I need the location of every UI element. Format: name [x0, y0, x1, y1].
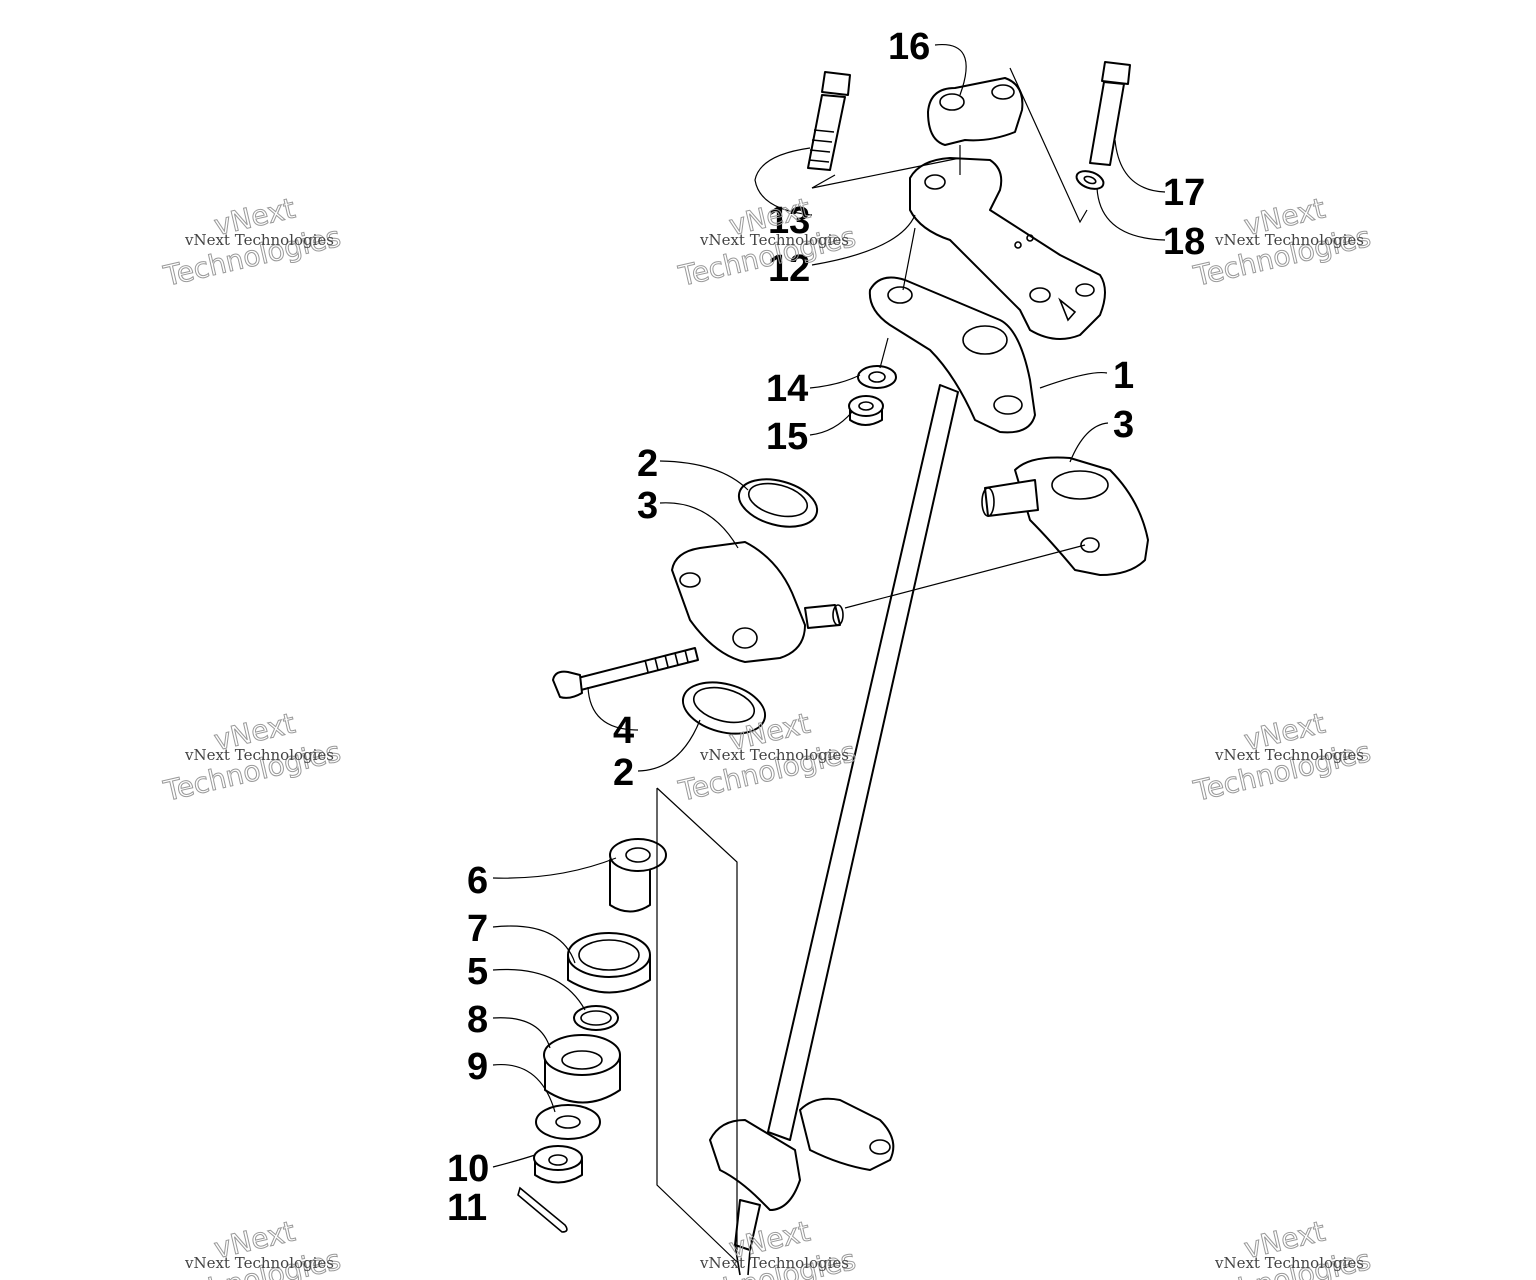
svg-text:vNext Technologies: vNext Technologies: [184, 231, 334, 249]
part-9-washer: [535, 1104, 601, 1140]
part-7-bearing: [567, 932, 651, 994]
leader-lines: [492, 44, 1166, 1168]
svg-text:vNext Technologies: vNext Technologies: [1214, 746, 1364, 764]
callout-18: 18: [1163, 221, 1205, 263]
callout-labels: 1 3 2 3 4 2 6 7 5 8 9 10 11 14 15 16 17 …: [447, 26, 1205, 1229]
watermark-3: vNext Technologies vNext Technologies: [1190, 191, 1375, 293]
part-3-bearing-housing-right: [981, 456, 1149, 576]
watermark-1: vNext Technologies vNext Technologies: [160, 191, 345, 293]
part-16-handlebar-cap: [927, 77, 1024, 146]
callout-1: 1: [1113, 355, 1134, 397]
part-2-bushing-upper: [737, 478, 819, 528]
part-11-cotter-pin: [517, 1186, 568, 1233]
part-13-cap-screw: [807, 71, 851, 171]
watermark-2: vNext Technologies vNext Technologies: [675, 191, 860, 293]
callout-2-upper: 2: [637, 443, 658, 485]
watermark-6: vNext Technologies vNext Technologies: [1190, 706, 1375, 808]
watermark-9: vNext Technologies vNext Technologies: [1190, 1214, 1375, 1280]
callout-2-lower: 2: [613, 752, 634, 794]
part-14-washer: [857, 365, 897, 389]
svg-text:vNext Technologies: vNext Technologies: [1214, 231, 1364, 249]
part-4-cap-screw: [552, 647, 699, 699]
part-2-bushing-lower: [681, 681, 767, 735]
part-3-bearing-housing-left: [671, 541, 844, 663]
svg-text:vNext Technologies: vNext Technologies: [184, 1254, 334, 1272]
callout-15: 15: [766, 416, 808, 458]
callout-13: 13: [768, 200, 810, 242]
callout-11: 11: [447, 1187, 487, 1229]
callout-17: 17: [1163, 172, 1205, 214]
part-10-castle-nut: [533, 1145, 583, 1184]
part-17-cap-screw: [1089, 61, 1131, 166]
svg-text:vNext Technologies: vNext Technologies: [184, 746, 334, 764]
callout-3-left: 3: [637, 485, 658, 527]
watermark: vNext Technologies vNext Technologies vN…: [160, 191, 1375, 1280]
callout-9: 9: [467, 1046, 488, 1088]
part-12-handlebar-mount: [909, 157, 1106, 340]
callout-6: 6: [467, 860, 488, 902]
callout-14: 14: [766, 368, 808, 410]
part-18-lock-washer: [1075, 170, 1105, 190]
svg-text:vNext Technologies: vNext Technologies: [699, 1254, 849, 1272]
watermark-8: vNext Technologies vNext Technologies: [675, 1214, 860, 1280]
part-15-lock-nut: [848, 395, 884, 426]
callout-4: 4: [613, 710, 634, 752]
part-6-bushing: [609, 838, 667, 913]
callout-10: 10: [447, 1148, 489, 1190]
assembly-lines: [656, 67, 1088, 1263]
watermark-4: vNext Technologies vNext Technologies: [160, 706, 345, 808]
callout-8: 8: [467, 999, 488, 1041]
callout-7: 7: [467, 908, 488, 950]
part-8-bearing-cup: [543, 1034, 621, 1104]
svg-text:vNext Technologies: vNext Technologies: [1214, 1254, 1364, 1272]
callout-12: 12: [768, 248, 810, 290]
part-5-seal: [573, 1005, 619, 1031]
callout-3-right: 3: [1113, 404, 1134, 446]
callout-16: 16: [888, 26, 930, 68]
callout-5: 5: [467, 951, 488, 993]
svg-text:vNext Technologies: vNext Technologies: [699, 231, 849, 249]
part-1-steering-post: [709, 276, 1036, 1276]
watermark-7: vNext Technologies vNext Technologies: [160, 1214, 345, 1280]
svg-text:vNext Technologies: vNext Technologies: [699, 746, 849, 764]
